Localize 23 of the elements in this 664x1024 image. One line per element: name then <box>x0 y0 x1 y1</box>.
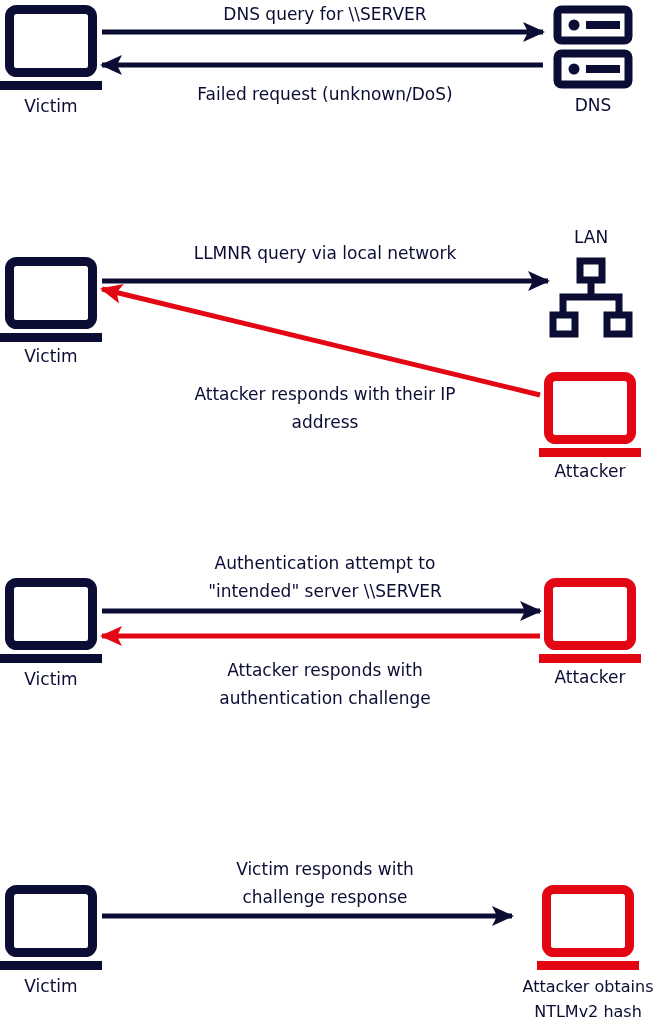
arrow <box>100 626 540 646</box>
edge-label: Victim responds with challenge response <box>235 858 415 909</box>
node-label: Victim <box>23 345 79 368</box>
edge-label: Authentication attempt to "intended" server \\SERVER <box>207 552 443 603</box>
arrow <box>100 55 543 75</box>
edge-label: Failed request (unknown/DoS) <box>196 83 454 106</box>
arrow <box>102 601 542 621</box>
node-label: Attacker <box>553 666 627 689</box>
edge-label: LLMNR query via local network <box>192 242 458 265</box>
edge-label: Attacker responds with their IP address <box>193 383 457 434</box>
arrow <box>102 271 550 291</box>
node-label: Victim <box>23 95 79 118</box>
node-label: Victim <box>23 975 79 998</box>
node-label: Attacker <box>553 460 627 483</box>
node-label: Attacker obtains NTLMv2 hash <box>521 976 655 1023</box>
node-label: Victim <box>23 668 79 691</box>
edge-label: DNS query for \\SERVER <box>222 3 428 26</box>
edge-label: Attacker responds with authentication challenge <box>218 659 432 710</box>
arrow <box>102 22 545 42</box>
arrow <box>102 906 514 926</box>
node-label: DNS <box>573 94 613 117</box>
node-label: LAN <box>572 226 610 249</box>
arrow <box>100 284 541 398</box>
